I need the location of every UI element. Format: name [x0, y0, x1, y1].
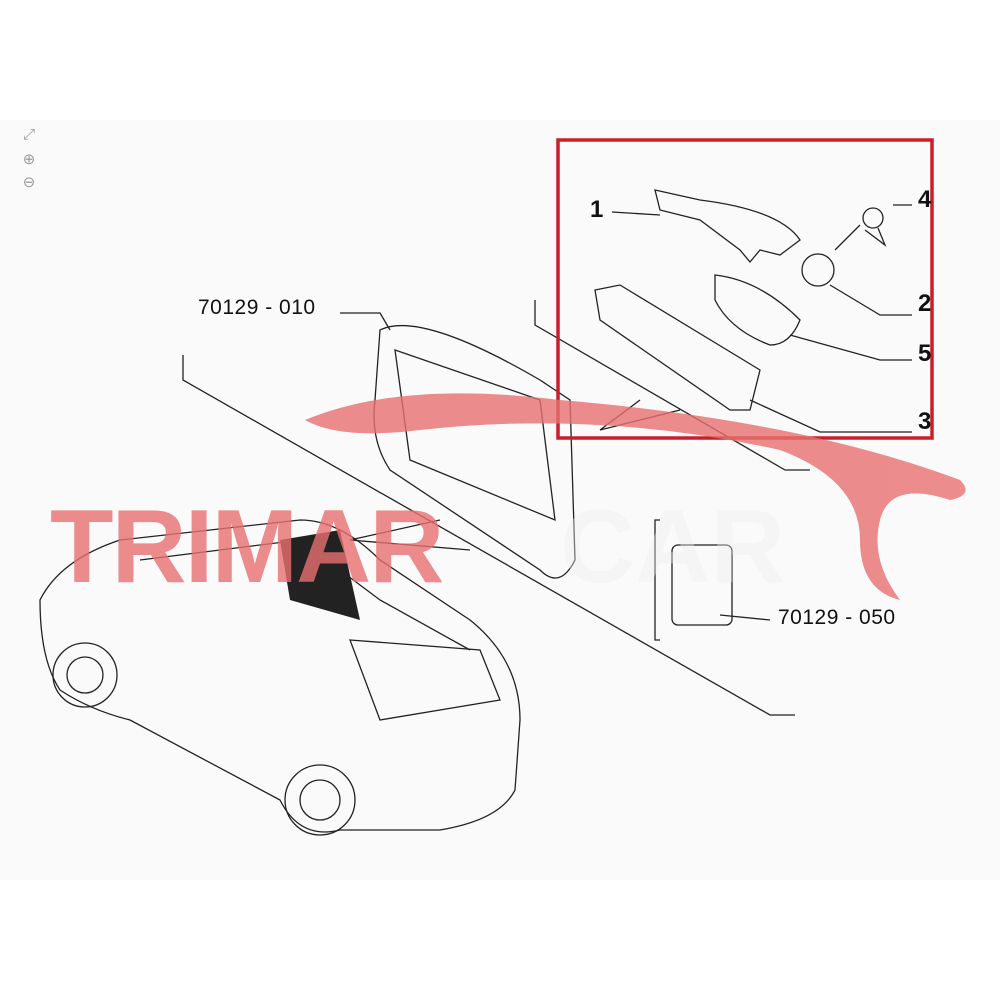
car-wheel [284, 764, 356, 836]
leader-line [340, 312, 391, 331]
leader-line [789, 334, 912, 361]
door-outline [373, 324, 576, 579]
leader-line [611, 211, 661, 216]
part-number-1[interactable]: 1 [590, 196, 604, 223]
car-rear-window [349, 639, 501, 721]
svg-text:CAR: CAR [560, 489, 785, 605]
handle-cover [714, 274, 801, 346]
zoom-in-icon[interactable]: ⊕ [22, 151, 36, 168]
leader-line [749, 399, 912, 433]
leader-line [834, 204, 912, 251]
car-outline [39, 519, 521, 833]
svg-text:TRIMAR: TRIMAR [50, 489, 442, 605]
part-highlight-box [556, 138, 934, 440]
part-number-3[interactable]: 3 [918, 408, 932, 435]
diagram-canvas [0, 120, 1000, 880]
part-number-5[interactable]: 5 [918, 340, 932, 367]
leader-line [829, 284, 912, 316]
car-wheel-hub [66, 656, 104, 694]
watermark-swoosh [305, 393, 966, 600]
zoom-out-icon[interactable]: ⊖ [22, 174, 36, 191]
watermark-logo: TRIMAR CAR [50, 393, 966, 605]
assembly-label-lock[interactable]: 70129 - 050 [778, 606, 896, 629]
door-panel-shaded [280, 530, 360, 620]
car-wheel-hub [299, 779, 341, 821]
handle-bracket [594, 284, 761, 411]
part-number-2[interactable]: 2 [918, 290, 932, 317]
leader-line [534, 300, 810, 471]
fit-screen-icon[interactable]: ⤢ [22, 126, 35, 143]
part-number-4[interactable]: 4 [918, 186, 932, 213]
assembly-label-door[interactable]: 70129 - 010 [198, 296, 316, 319]
lock-cylinder [801, 253, 835, 287]
door-handle [654, 189, 801, 264]
leader-line [654, 519, 660, 641]
leader-line [182, 355, 795, 716]
leader-line [719, 614, 771, 621]
car-wheel [52, 642, 118, 708]
leader-line [349, 519, 471, 551]
door-lock [671, 544, 733, 626]
cap [862, 207, 884, 229]
